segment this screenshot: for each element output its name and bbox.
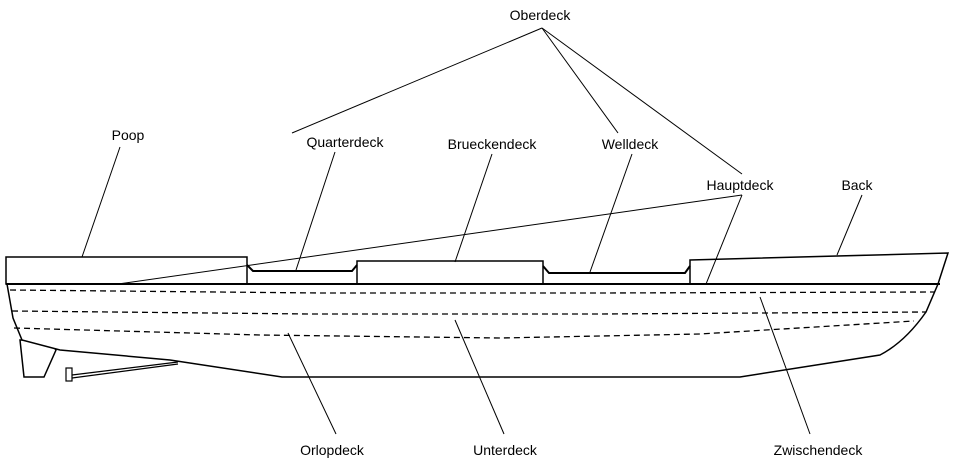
orlopdeck-line: [13, 320, 915, 339]
propeller-shaft: [65, 361, 179, 382]
label-hauptdeck: Hauptdeck: [707, 177, 775, 193]
label-unterdeck: Unterdeck: [473, 442, 538, 458]
label-welldeck: Welldeck: [602, 136, 660, 152]
label-back: Back: [841, 177, 873, 193]
ship-hull: [6, 283, 940, 378]
quarterdeck-line: [246, 264, 358, 272]
welldeck-line: [542, 265, 691, 274]
forecastle-structure: [689, 252, 950, 285]
label-orlopdeck: Orlopdeck: [300, 442, 365, 458]
label-zwischendeck: Zwischendeck: [774, 442, 864, 458]
leader-lines: [81, 27, 863, 435]
label-brueckendeck: Brueckendeck: [448, 136, 538, 152]
label-oberdeck: Oberdeck: [510, 7, 572, 23]
unterdeck-line: [11, 310, 927, 315]
bridge-structure: [356, 260, 544, 285]
zwischendeck-line: [9, 289, 936, 294]
label-quarterdeck: Quarterdeck: [306, 134, 384, 150]
poop-structure: [5, 256, 248, 285]
label-poop: Poop: [112, 127, 145, 143]
